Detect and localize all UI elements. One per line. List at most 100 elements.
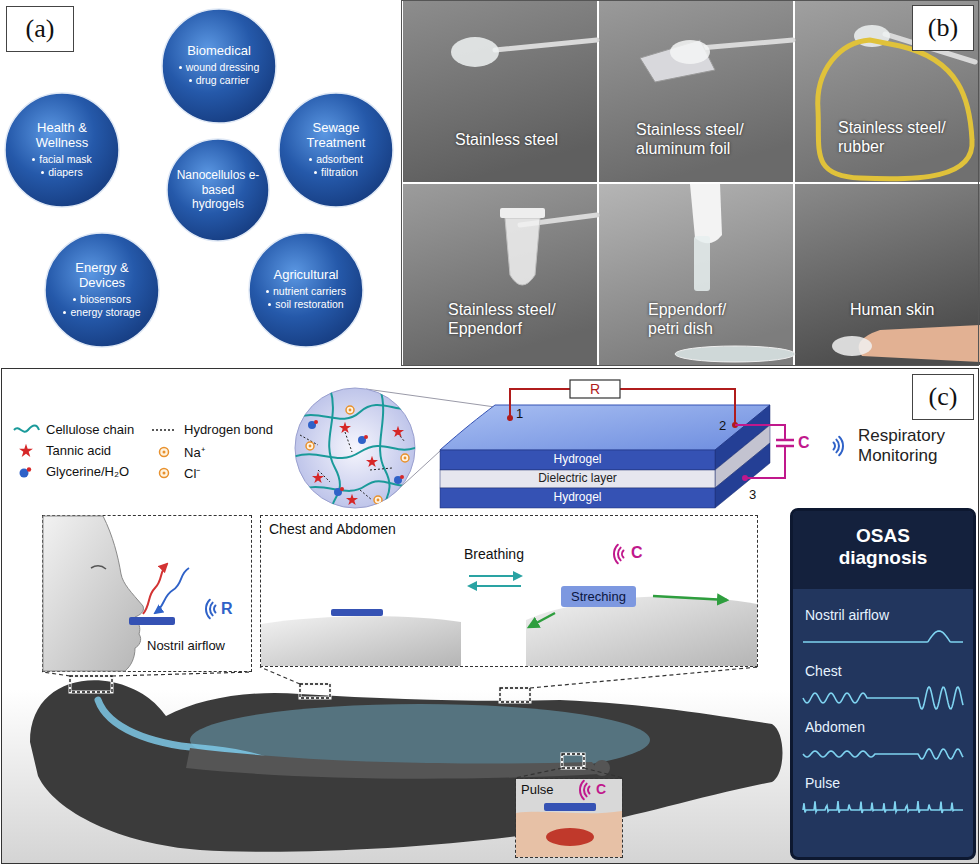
sensor-spot-halo (500, 688, 530, 702)
node-shape (4, 92, 120, 208)
airflow-out (143, 564, 167, 614)
water-molecule (400, 475, 404, 479)
bullet-item: drug carrier (189, 74, 250, 87)
node-shape (278, 92, 394, 208)
sensor-patch (331, 609, 383, 616)
artery (546, 828, 594, 846)
circle-heading: Health & Wellness (20, 121, 104, 151)
legend-text: Cellulose chain (46, 422, 134, 437)
waveform (803, 631, 963, 642)
panel-heading: OSAS diagnosis (823, 525, 943, 569)
material-layer: Hydrogel (440, 450, 715, 470)
hydrogen-bond (370, 468, 392, 470)
ion-symbol (306, 442, 314, 450)
waveform (803, 801, 963, 813)
legend-sample (12, 465, 40, 479)
face-profile (43, 516, 143, 671)
steel-rod (495, 40, 597, 50)
signal-arc (834, 442, 835, 449)
ion-sample-core (163, 472, 166, 475)
hydrogel-surface (440, 405, 770, 450)
bullet-item: diapers (41, 166, 82, 179)
photo-caption: Human skin (850, 300, 934, 319)
skin-tissue (516, 811, 622, 857)
sensor-spot (562, 754, 584, 768)
circle-heading: Biomedical (187, 44, 251, 59)
panel-letter: (b) (928, 13, 958, 43)
sensor-spot (70, 676, 112, 692)
layer-face (440, 470, 715, 488)
photo-tile (599, 0, 793, 182)
signal-arc (206, 600, 210, 618)
legend-item: Hydrogen bond (150, 422, 273, 437)
bullet-item: soil restoration (268, 298, 343, 311)
chain-sample (14, 425, 39, 431)
network-detail (290, 388, 420, 512)
sensor-mode: R (221, 600, 233, 618)
leader-line (112, 672, 252, 676)
signal-arc (618, 548, 621, 561)
signal-name: Nostril airflow (147, 638, 225, 653)
circle-shape (5, 93, 119, 207)
signal-arc (836, 440, 839, 453)
water-molecule (364, 435, 368, 439)
ion-core (309, 445, 312, 448)
application-circle: Energy & Devicesbiosensorsenergy storage (44, 232, 160, 348)
airflow-in (155, 568, 189, 613)
photo-caption: Stainless steel (455, 130, 558, 149)
leader-line (530, 667, 758, 688)
signal-arc (580, 781, 584, 799)
panel-letter: (c) (929, 382, 958, 412)
bullet-item: facial mask (32, 153, 92, 166)
circle-heading: Sewage Treatment (294, 121, 378, 151)
material-layer: Dielectric layer (440, 470, 715, 488)
legend-sample (150, 445, 178, 459)
leader-line (584, 768, 623, 778)
breathing-arrow (469, 575, 521, 577)
arm (186, 748, 600, 779)
signal-name: Abdomen (805, 719, 865, 735)
resistor-symbol (570, 380, 620, 398)
leader-line (515, 768, 562, 778)
legend-item: Na⁺ (150, 443, 205, 461)
body-surface (261, 616, 461, 666)
hydrogen-bond (360, 490, 372, 500)
ion-sample-core (163, 451, 166, 454)
tannic-acid (392, 426, 404, 437)
water-molecule (340, 487, 344, 491)
circle-shape (162, 9, 276, 123)
inset-illustration (261, 545, 757, 666)
motion-label: Breathing (464, 546, 524, 562)
panel-frame (2, 369, 979, 864)
photo-caption: Eppendorf/ petri dish (648, 300, 758, 338)
signal-arc (588, 786, 589, 793)
ion-symbol (401, 454, 409, 462)
legend-sample (150, 466, 178, 480)
leader-line (260, 667, 300, 684)
photo-caption: Stainless steel/ aluminum foil (636, 120, 776, 158)
body-silhouette (30, 680, 783, 851)
terminal-dot (742, 475, 748, 481)
legend-text: Cl⁻ (184, 464, 200, 482)
panel-frame (402, 1, 979, 366)
ion-core (349, 409, 352, 412)
signal-arc (214, 605, 215, 612)
tannic-acid (346, 494, 358, 505)
panel-tag: (c) (912, 374, 974, 420)
signal-arc (210, 603, 213, 616)
bond-sample (152, 429, 176, 431)
hydrogel-blob (670, 40, 710, 64)
application-circle: Nanocellulos e-based hydrogels (166, 138, 270, 242)
legend-sample (150, 423, 178, 437)
steel-rod (700, 40, 793, 48)
panel-tag: (b) (912, 5, 974, 51)
ion-core (377, 499, 380, 502)
body-surface (526, 597, 757, 666)
star-sample (19, 444, 33, 457)
legend-item: Cellulose chain (12, 422, 134, 437)
hydrogen-bond (345, 432, 352, 452)
capacitor-wire (735, 425, 785, 440)
signal-arc (839, 437, 843, 455)
signal-name: Pulse (805, 775, 840, 791)
